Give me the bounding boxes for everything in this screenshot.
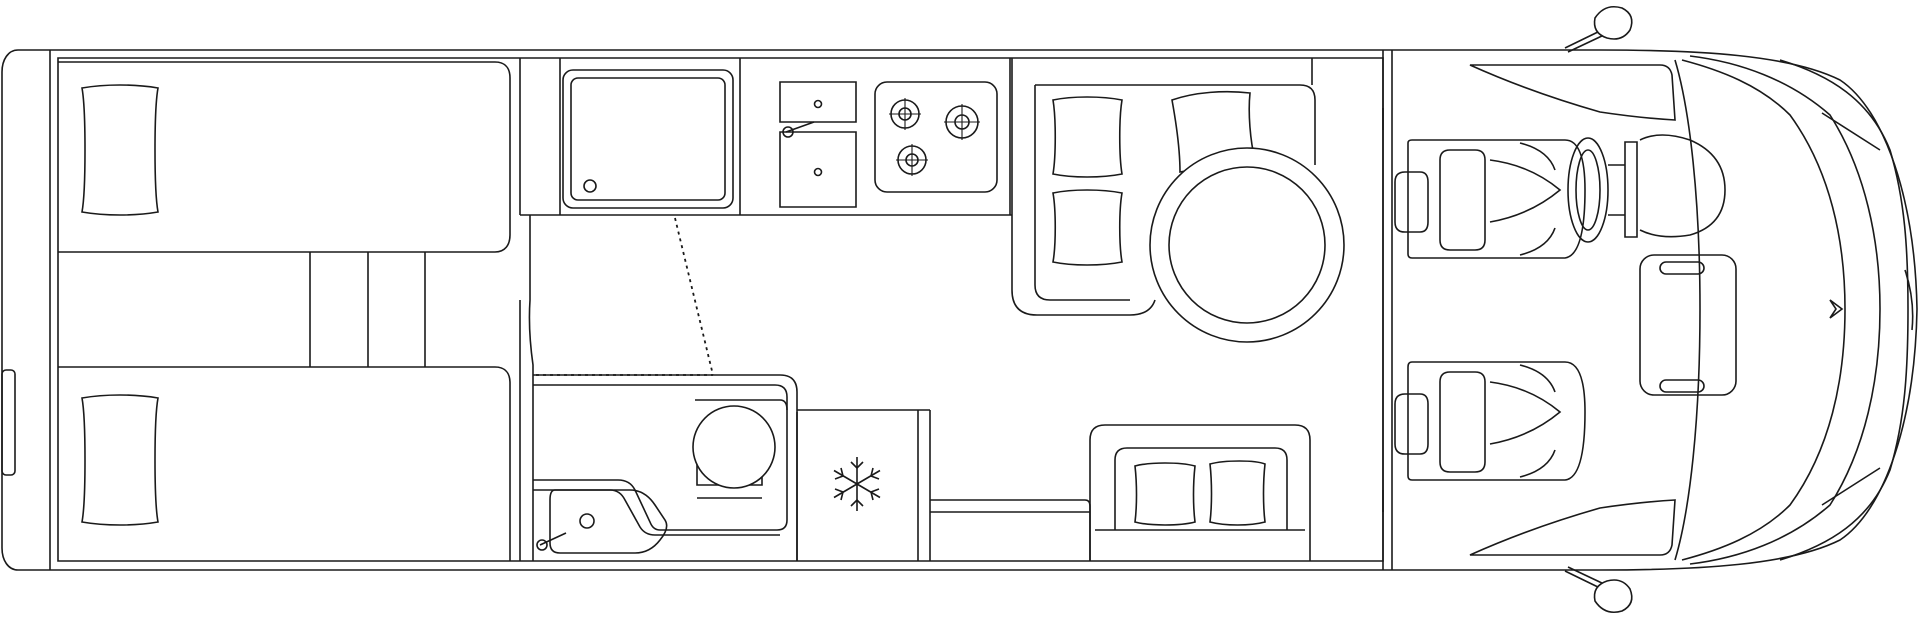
steering-column (1625, 142, 1637, 237)
dashboard-edge (1675, 60, 1700, 560)
washroom-counter (533, 400, 787, 530)
shower-door-swing (536, 218, 713, 375)
seat-armrest-line (1520, 143, 1555, 255)
stove-burner-icon (944, 104, 980, 140)
washroom (533, 375, 797, 561)
console-vent (1660, 262, 1704, 274)
seat-cushion-icon (1135, 463, 1195, 525)
sink-bowl-lower (780, 132, 856, 207)
washbasin (550, 490, 667, 553)
bonnet-line (1780, 60, 1908, 560)
side-sofa (930, 425, 1310, 561)
seat-cushion-icon (1053, 97, 1122, 177)
basin-tap-knob (537, 540, 547, 550)
driver-cab (1470, 56, 1913, 564)
shower-tray (563, 70, 733, 208)
side-mirror-icon (1565, 567, 1632, 612)
seat-backrest (1440, 150, 1485, 250)
cab-door-panel-bottom (1470, 500, 1675, 555)
washroom-counter-inner (533, 490, 780, 535)
bed-step (310, 252, 425, 367)
seat-cushion-icon (1210, 461, 1265, 525)
fridge (797, 410, 930, 561)
shower-drain (584, 180, 596, 192)
rear-bed-right (58, 367, 510, 561)
passenger-seat (1395, 362, 1585, 480)
bed-pillow-icon (82, 395, 158, 525)
snowflake-icon (834, 457, 880, 511)
washroom-inner-wall (533, 385, 787, 410)
headrest (1395, 394, 1428, 454)
fridge-cabinet (797, 410, 930, 561)
dining-table (1150, 148, 1344, 342)
toilet-bowl (693, 406, 775, 488)
dinette (1012, 58, 1344, 342)
side-cabinet (930, 500, 1090, 561)
basin-tap (540, 533, 566, 545)
washroom-top-wall (533, 375, 797, 410)
shower-area (520, 58, 1012, 561)
kitchen (740, 58, 1010, 215)
front-grille (1905, 270, 1913, 330)
dinette-bench-inner-side (1035, 85, 1130, 300)
seat-cushion-line (1490, 160, 1560, 222)
dinette-bench-inner (1035, 85, 1315, 165)
seat-backrest (1440, 372, 1485, 472)
bed-pillow-icon (82, 85, 158, 215)
steering-wheel-icon (1568, 138, 1625, 242)
cab-door-panel-top (1470, 65, 1675, 120)
sink-bowl-upper (780, 82, 856, 122)
windscreen-outer (1690, 56, 1880, 564)
shower-tray-inner (571, 78, 725, 200)
rear-beds (58, 58, 520, 561)
rear-light-housing (2, 370, 15, 475)
stove-burner-icon (896, 144, 928, 176)
side-mirror-icon (1565, 7, 1632, 52)
driver-seat (1395, 140, 1585, 258)
sink-drain (815, 101, 822, 108)
windscreen-inner (1682, 60, 1845, 560)
stove-burner-icon (889, 98, 921, 130)
sink-drain (815, 169, 822, 176)
dashboard-console (1640, 255, 1736, 395)
kitchen-tap (786, 122, 814, 132)
headrest (1395, 172, 1428, 232)
basin-drain (580, 514, 594, 528)
seat-cushion-icon (1053, 190, 1122, 265)
wiper-lines (1822, 113, 1880, 505)
kitchen-tap-knob (783, 127, 793, 137)
dashboard-hump (1640, 135, 1725, 237)
dinette-bench-outer (1012, 58, 1155, 315)
sofa-frame (1090, 425, 1310, 561)
cooktop (875, 82, 997, 192)
dining-table-top (1169, 167, 1325, 323)
console-vent (1660, 380, 1704, 392)
washroom-wall (529, 215, 533, 561)
seat-cushion-line (1490, 382, 1560, 444)
front-emblem (1830, 300, 1842, 318)
sofa-seat (1095, 448, 1305, 530)
seat-armrest-line (1520, 365, 1555, 477)
rear-bed-left (58, 62, 510, 252)
